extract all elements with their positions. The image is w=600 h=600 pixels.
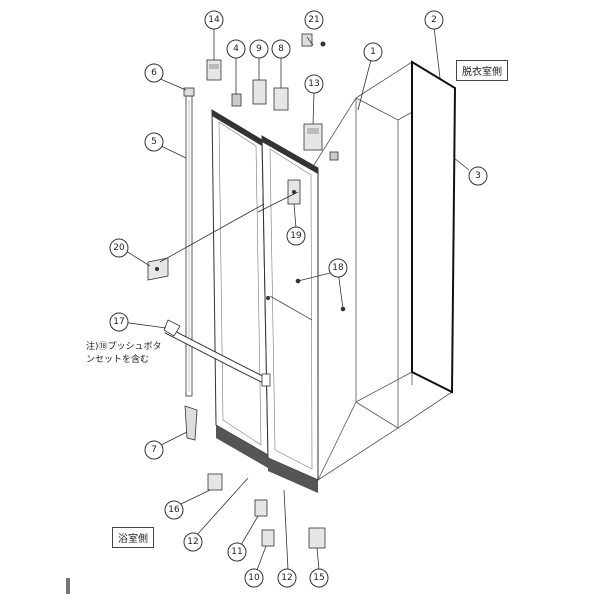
callout-3: 3 (468, 166, 488, 186)
svg-text:12: 12 (281, 573, 292, 583)
door-leaf-left (211, 109, 269, 468)
callout-12-left: 12 (183, 532, 203, 552)
svg-text:16: 16 (168, 505, 180, 515)
callout-15: 15 (309, 568, 329, 588)
leader-lines (121, 26, 470, 571)
note-line-2: ンセットを含む (86, 355, 150, 365)
callout-21: 21 (304, 10, 324, 30)
part-11-bottom-guide (254, 499, 268, 517)
svg-text:8: 8 (278, 44, 284, 54)
svg-text:4: 4 (233, 44, 239, 54)
callout-2: 2 (424, 10, 444, 30)
svg-text:17: 17 (113, 317, 124, 327)
callout-5: 5 (144, 132, 164, 152)
dressing-room-label: 脱衣室側 (456, 60, 508, 81)
callout-11: 11 (227, 542, 247, 562)
part-17-handle (163, 319, 271, 387)
callout-16: 16 (164, 500, 184, 520)
callout-14: 14 (204, 10, 224, 30)
svg-text:10: 10 (248, 573, 260, 583)
callout-12-right: 12 (277, 568, 297, 588)
svg-text:5: 5 (151, 137, 157, 147)
part-6-cap (183, 87, 195, 97)
push-button-note: 注)⑱プッシュボタ ンセットを含む (86, 341, 162, 367)
svg-text:2: 2 (431, 15, 437, 25)
svg-text:15: 15 (313, 573, 324, 583)
callout-1: 1 (363, 42, 383, 62)
svg-text:20: 20 (113, 243, 125, 253)
part-7-bottom-piece (184, 405, 198, 441)
part-10-bottom-guide (261, 529, 275, 547)
svg-text:7: 7 (151, 445, 157, 455)
bathroom-label: 浴室側 (112, 527, 154, 548)
note-line-1: 注)⑱プッシュボタ (86, 342, 162, 352)
part-9-hinge (252, 79, 267, 105)
part-21-clip (301, 33, 326, 47)
callout-4: 4 (226, 39, 246, 59)
callout-8: 8 (271, 39, 291, 59)
callout-20: 20 (109, 238, 129, 258)
svg-text:14: 14 (208, 15, 220, 25)
svg-text:18: 18 (332, 263, 344, 273)
edge-fragment (66, 578, 70, 594)
callout-19: 19 (286, 226, 306, 246)
svg-text:6: 6 (151, 68, 157, 78)
svg-text:21: 21 (308, 15, 319, 25)
svg-text:11: 11 (231, 547, 242, 557)
part-8-hinge (273, 87, 289, 111)
part-4-bracket (231, 93, 242, 107)
side-panel (411, 60, 457, 394)
callout-18: 18 (328, 258, 348, 278)
part-16-bottom-guide (207, 473, 223, 491)
callout-7: 7 (144, 440, 164, 460)
part-20-catch (147, 257, 169, 281)
part-15-bottom-guide (308, 527, 326, 549)
svg-text:19: 19 (290, 231, 302, 241)
svg-text:3: 3 (475, 171, 481, 181)
callout-9: 9 (249, 39, 269, 59)
svg-text:12: 12 (187, 537, 198, 547)
svg-text:1: 1 (370, 47, 376, 57)
part-19-catch (287, 179, 301, 205)
callout-10: 10 (244, 568, 264, 588)
part-13-roller (303, 123, 323, 151)
callout-6: 6 (144, 63, 164, 83)
callout-13: 13 (304, 74, 324, 94)
part-14-hinge (206, 59, 222, 81)
callout-17: 17 (109, 312, 129, 332)
svg-text:9: 9 (256, 44, 262, 54)
svg-text:13: 13 (308, 79, 319, 89)
